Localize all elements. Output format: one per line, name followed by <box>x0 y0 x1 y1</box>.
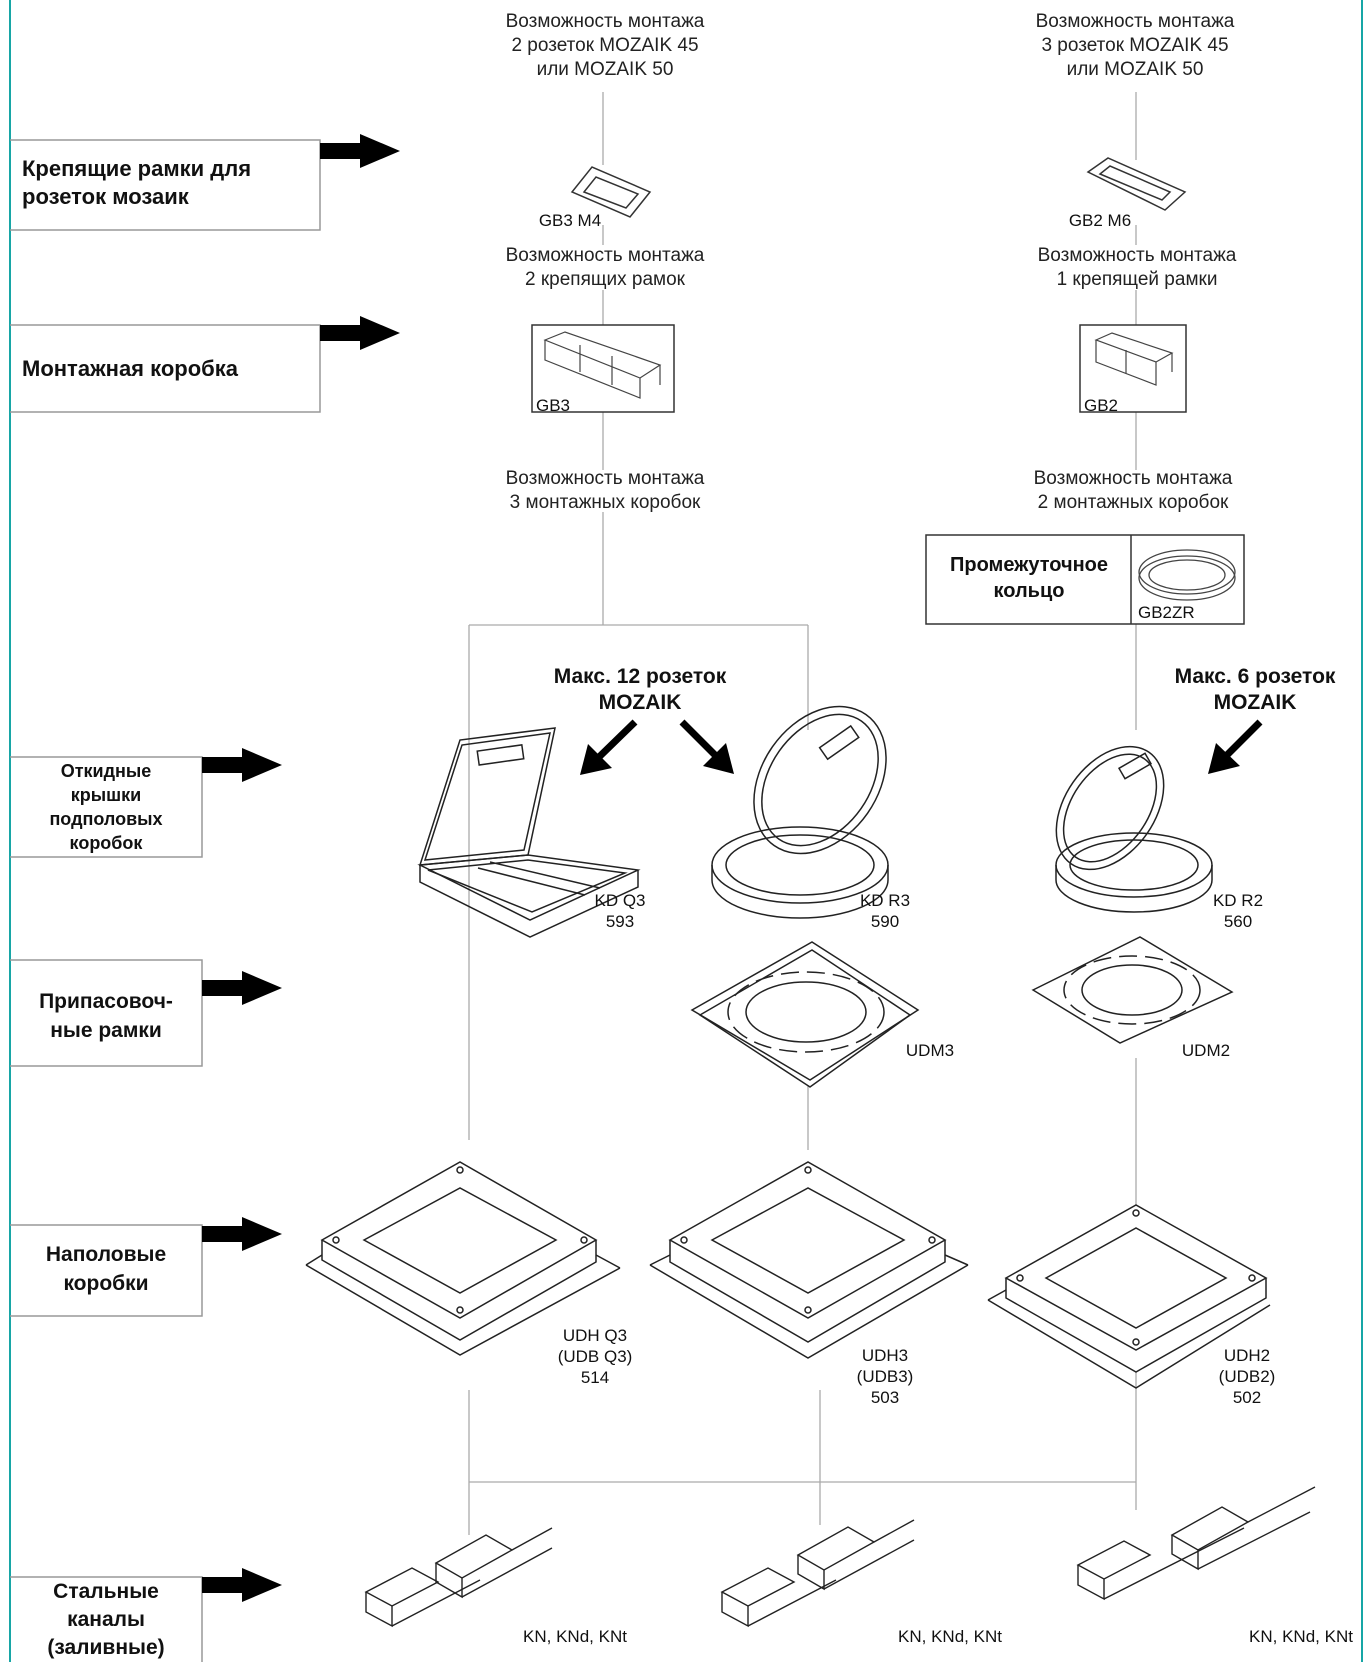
category-label-lids: Откидные крышки подполовых коробок <box>49 761 163 853</box>
category-label-steel-channels: Стальные каналы (заливные) <box>47 1580 165 1659</box>
category-label-mounting-box: Монтажная коробка <box>22 356 239 381</box>
arrow-right-icon <box>202 748 282 782</box>
category-frames <box>10 139 321 1662</box>
part-label-udh2: UDH2 (UDB2) 502 <box>1218 1346 1276 1407</box>
note-left-boxes: Возможность монтажа 3 монтажных коробок <box>505 468 705 513</box>
note-left-frames: Возможность монтажа 2 крепящих рамок <box>505 245 705 290</box>
part-label-udhq3: UDH Q3 (UDB Q3) 514 <box>557 1326 633 1387</box>
floor-box-udh3-drawing <box>649 1161 969 1359</box>
note-right-frames: Возможность монтажа 1 крепящей рамки <box>1037 245 1237 290</box>
intermediate-ring-label: Промежуточное кольцо <box>949 554 1109 602</box>
channels-1-drawing <box>364 1527 553 1628</box>
part-label-gb3: GB3 <box>536 396 571 415</box>
floor-box-udh2-drawing <box>987 1204 1271 1389</box>
part-label-udm3: UDM3 <box>905 1041 955 1060</box>
part-label-udh3: UDH3 (UDB3) 503 <box>856 1346 914 1407</box>
part-label-channels-3: KN, KNd, KNt <box>1249 1627 1353 1646</box>
mounting-box-gb2-drawing <box>1094 332 1174 386</box>
lid-kdr2-drawing <box>1055 745 1213 913</box>
part-label-gb2m6: GB2 M6 <box>1068 211 1132 230</box>
mounting-box-gb3-drawing <box>543 331 662 399</box>
note-right-boxes: Возможность монтажа 2 монтажных коробок <box>1033 468 1233 513</box>
arrow-right-icon <box>320 316 400 350</box>
part-label-udm2: UDM2 <box>1181 1041 1231 1060</box>
note-left-top: Возможность монтажа 2 розеток MOZAIK 45 … <box>505 11 705 80</box>
part-label-channels-2: KN, KNd, KNt <box>898 1627 1002 1646</box>
ring-gb2zr-drawing <box>1138 549 1236 601</box>
arrow-right-icon <box>320 134 400 168</box>
adapter-frame-udm2-drawing <box>1031 936 1234 1044</box>
channels-3-drawing <box>1076 1486 1316 1601</box>
part-label-kdr3: KD R3 590 <box>859 891 911 931</box>
part-label-kdq3: KD Q3 593 <box>594 891 646 931</box>
lid-kdq3-drawing <box>417 727 641 938</box>
arrow-right-icon <box>202 971 282 1005</box>
part-label-gb2: GB2 <box>1084 396 1119 415</box>
part-label-gb3m4: GB3 M4 <box>538 211 602 230</box>
frame-gb2m6-drawing <box>1086 157 1187 211</box>
connector-lines <box>468 92 1137 1535</box>
lid-kdr3-drawing <box>711 705 889 919</box>
arrow-right-icon <box>202 1217 282 1251</box>
channels-2-drawing <box>720 1519 915 1628</box>
category-label-floor-boxes: Наполовые коробки <box>45 1243 167 1295</box>
max-right-label: Макс. 6 розеток MOZAIK <box>1174 665 1336 714</box>
note-right-top: Возможность монтажа 3 розеток MOZAIK 45 … <box>1035 11 1235 80</box>
category-arrows <box>202 134 400 1602</box>
max-left-label: Макс. 12 розеток MOZAIK <box>553 665 727 714</box>
part-label-channels-1: KN, KNd, KNt <box>523 1627 627 1646</box>
part-label-kdr2: KD R2 560 <box>1212 891 1264 931</box>
category-label-frames: Крепящие рамки для розеток мозаик <box>22 156 252 209</box>
frame-gb3m4-drawing <box>570 166 652 218</box>
floor-box-udhq3-drawing <box>305 1161 621 1356</box>
part-label-gb2zr: GB2ZR <box>1138 603 1195 622</box>
category-label-adapter-frames: Припасовоч- ные рамки <box>39 990 173 1042</box>
pointer-arrows <box>580 719 1263 775</box>
arrow-right-icon <box>202 1568 282 1602</box>
adapter-frame-udm3-drawing <box>690 941 920 1088</box>
